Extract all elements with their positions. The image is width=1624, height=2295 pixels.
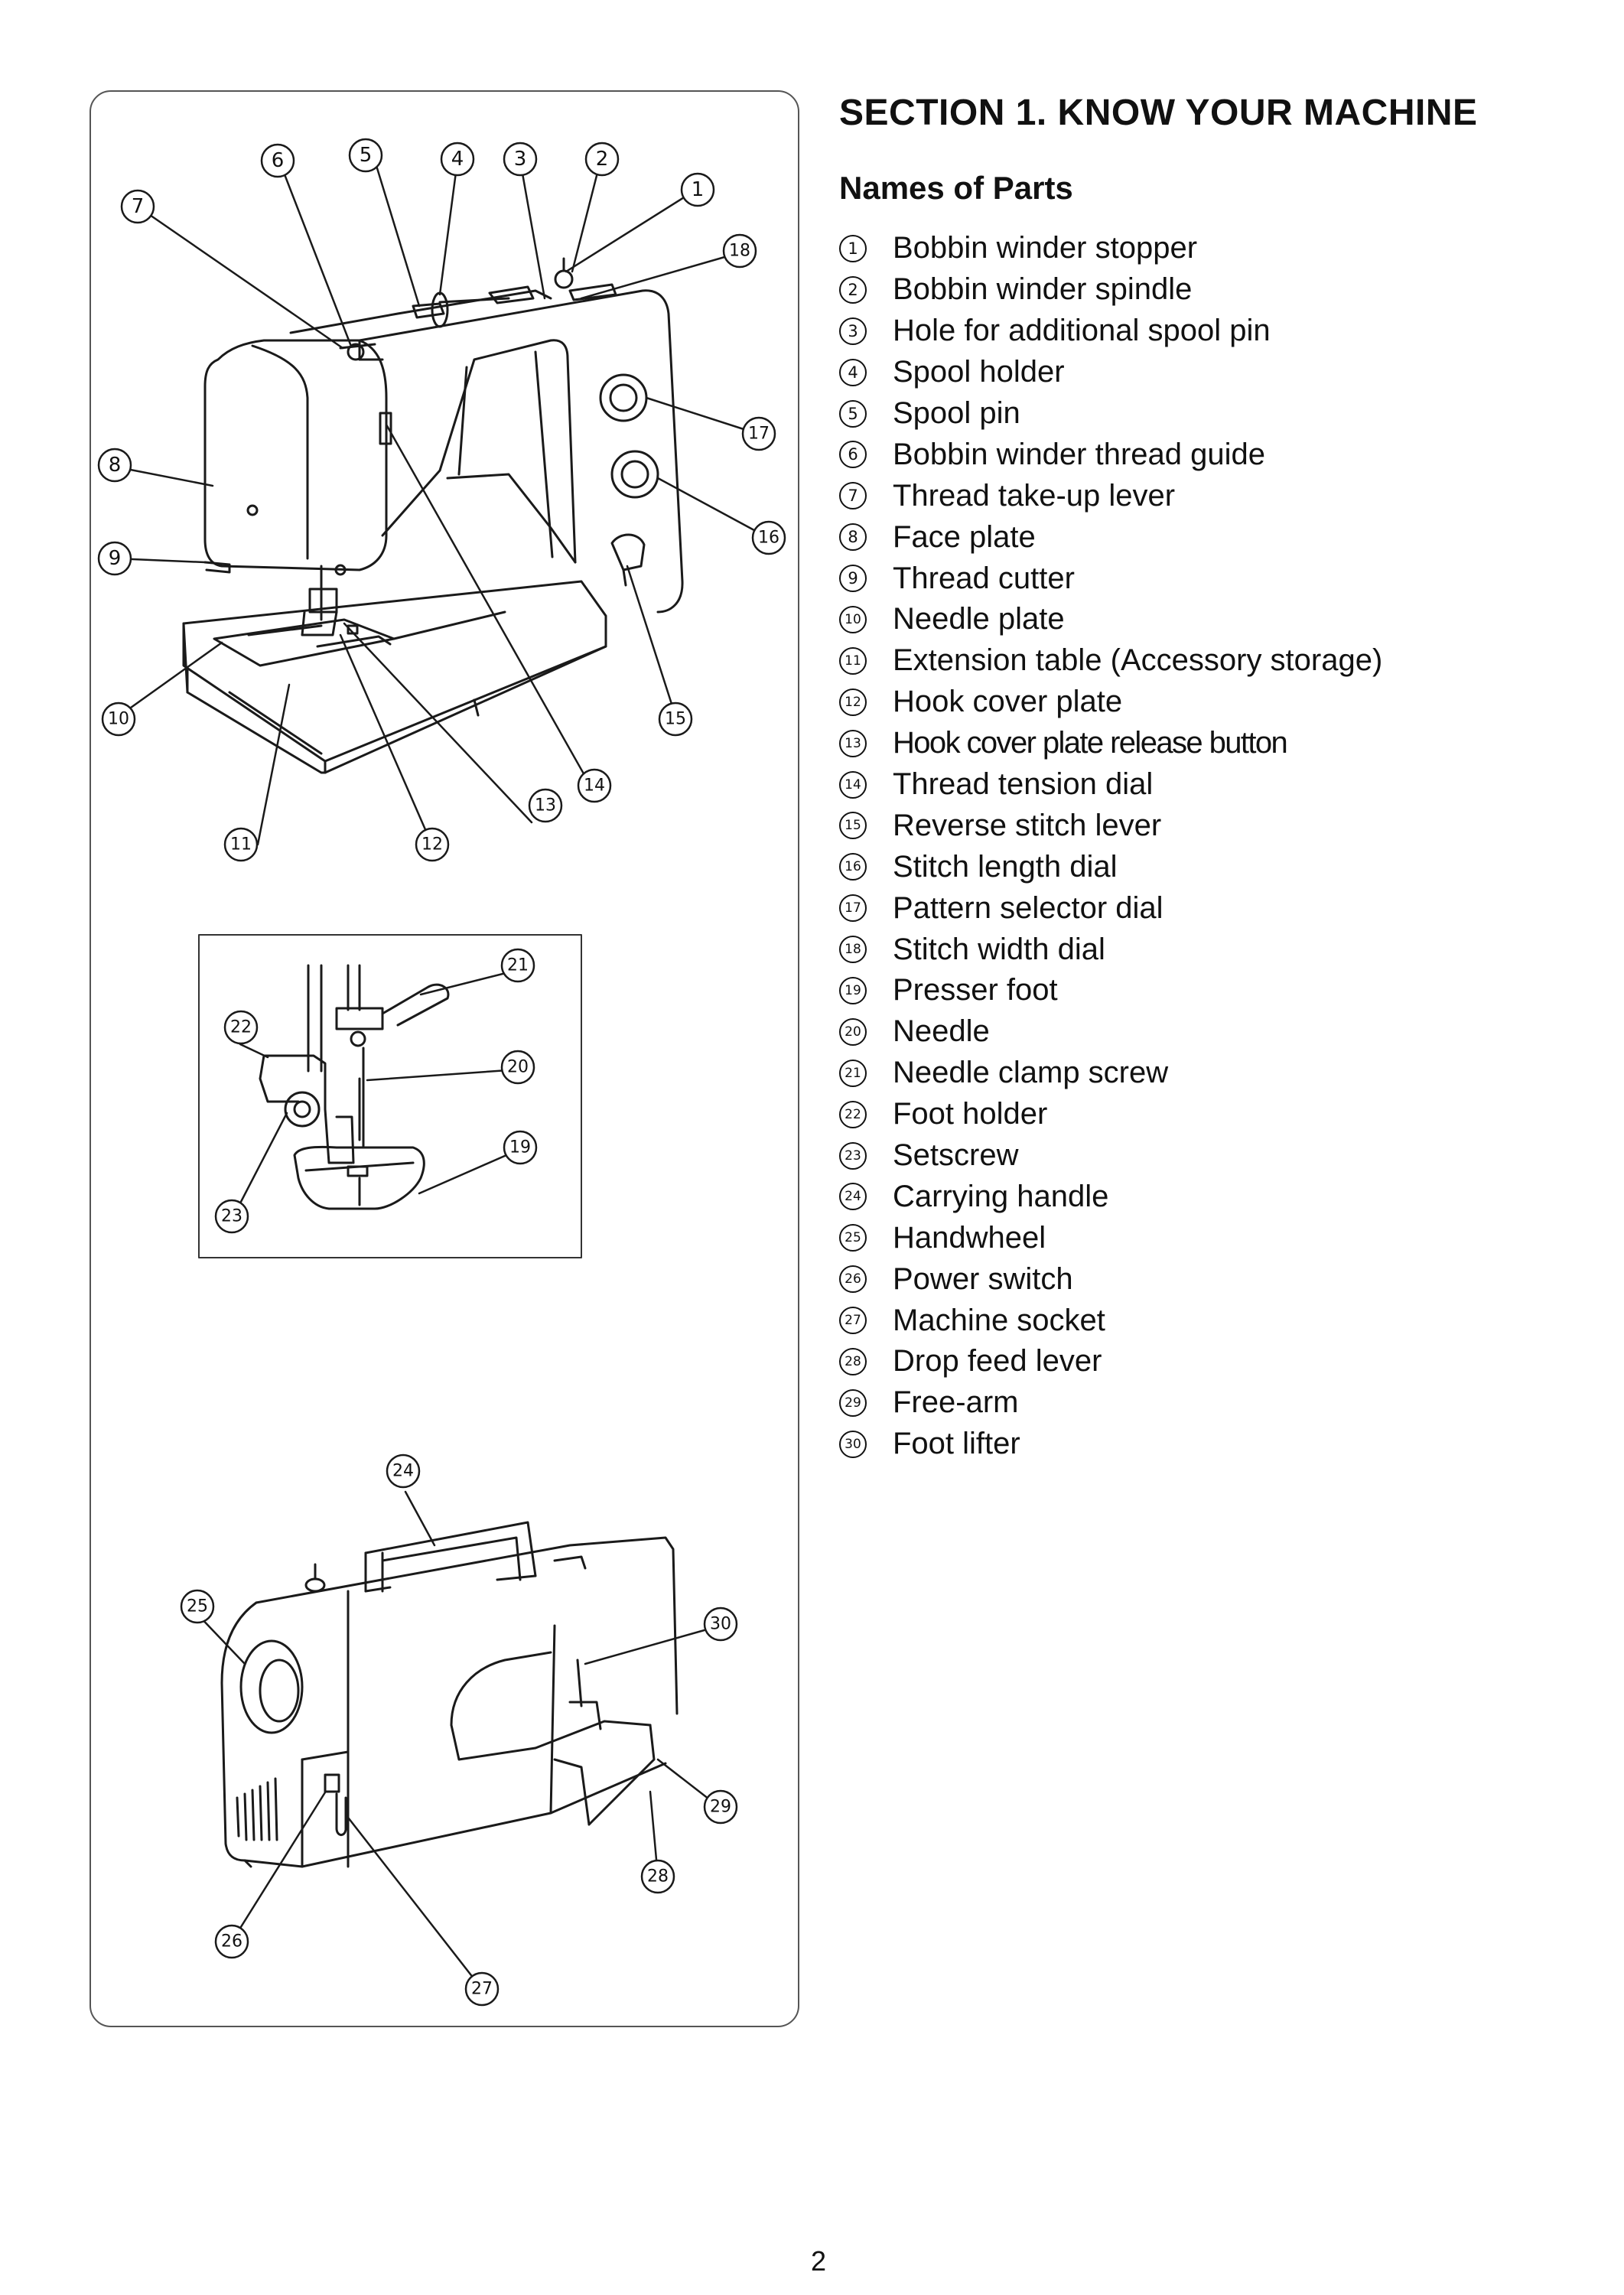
part-label: Free-arm (893, 1385, 1019, 1420)
part-number-badge: 6 (839, 441, 867, 469)
part-label: Bobbin winder spindle (893, 272, 1193, 307)
part-number-badge: 19 (839, 976, 867, 1004)
part-item: 8 Face plate (839, 516, 1382, 558)
part-label: Thread tension dial (893, 767, 1154, 802)
part-number-badge: 13 (839, 729, 867, 757)
part-label: Spool pin (893, 396, 1020, 430)
part-label: Face plate (893, 519, 1036, 554)
part-number-badge: 30 (839, 1430, 867, 1458)
part-number-badge: 7 (839, 482, 867, 510)
part-label: Power switch (893, 1261, 1073, 1296)
part-item: 30 Foot lifter (839, 1424, 1382, 1465)
part-number-badge: 15 (839, 812, 867, 840)
part-label: Spool holder (893, 355, 1065, 389)
part-item: 10 Needle plate (839, 599, 1382, 640)
part-label: Carrying handle (893, 1179, 1109, 1213)
part-item: 13 Hook cover plate release button (839, 723, 1382, 764)
part-number-badge: 26 (839, 1265, 867, 1294)
part-label: Stitch length dial (893, 849, 1118, 884)
part-item: 20 Needle (839, 1011, 1382, 1053)
part-number-badge: 28 (839, 1347, 867, 1375)
part-label: Presser foot (893, 973, 1058, 1008)
part-label: Thread cutter (893, 561, 1075, 595)
part-label: Needle plate (893, 602, 1065, 636)
part-label: Pattern selector dial (893, 890, 1163, 925)
part-number-badge: 11 (839, 646, 867, 675)
part-item: 14 Thread tension dial (839, 764, 1382, 806)
part-number-badge: 9 (839, 565, 867, 593)
part-item: 29 Free-arm (839, 1382, 1382, 1424)
part-label: Needle clamp screw (893, 1056, 1169, 1090)
part-item: 7 Thread take-up lever (839, 475, 1382, 516)
part-item: 27 Machine socket (839, 1300, 1382, 1341)
part-item: 3 Hole for additional spool pin (839, 311, 1382, 352)
part-item: 26 Power switch (839, 1258, 1382, 1300)
part-number-badge: 5 (839, 399, 867, 428)
part-item: 19 Presser foot (839, 970, 1382, 1011)
part-label: Setscrew (893, 1138, 1019, 1173)
parts-list: 1 Bobbin winder stopper 2 Bobbin winder sp… (839, 228, 1382, 1465)
part-item: 6 Bobbin winder thread guide (839, 434, 1382, 475)
part-item: 22 Foot holder (839, 1094, 1382, 1135)
part-label: Hook cover plate (893, 685, 1123, 719)
part-item: 23 Setscrew (839, 1135, 1382, 1177)
part-label: Machine socket (893, 1303, 1105, 1337)
part-label: Bobbin winder stopper (893, 231, 1198, 265)
part-label: Foot holder (893, 1097, 1048, 1131)
part-label: Drop feed lever (893, 1344, 1102, 1379)
part-item: 9 Thread cutter (839, 558, 1382, 599)
part-item: 21 Needle clamp screw (839, 1053, 1382, 1094)
part-label: Handwheel (893, 1220, 1046, 1255)
part-number-badge: 14 (839, 770, 867, 799)
part-item: 28 Drop feed lever (839, 1341, 1382, 1382)
part-label: Foot lifter (893, 1427, 1020, 1461)
part-label: Extension table (Accessory storage) (893, 643, 1383, 678)
part-number-badge: 23 (839, 1141, 867, 1170)
section-title: SECTION 1. KNOW YOUR MACHINE (839, 93, 1478, 133)
part-item: 18 Stitch width dial (839, 929, 1382, 970)
part-label: Needle (893, 1014, 990, 1049)
part-item: 16 Stitch length dial (839, 846, 1382, 887)
part-number-badge: 29 (839, 1388, 867, 1417)
part-number-badge: 2 (839, 275, 867, 304)
part-label: Hook cover plate release button (893, 726, 1288, 760)
part-label: Thread take-up lever (893, 478, 1176, 513)
part-number-badge: 27 (839, 1307, 867, 1335)
part-item: 5 Spool pin (839, 393, 1382, 435)
part-item: 24 Carrying handle (839, 1176, 1382, 1217)
part-label: Reverse stitch lever (893, 808, 1162, 842)
section-subtitle: Names of Parts (839, 170, 1073, 206)
part-item: 11 Extension table (Accessory storage) (839, 640, 1382, 682)
part-number-badge: 10 (839, 605, 867, 633)
part-label: Bobbin winder thread guide (893, 437, 1266, 471)
part-number-badge: 1 (839, 234, 867, 262)
figure-frame (89, 90, 799, 2027)
part-item: 12 Hook cover plate (839, 682, 1382, 723)
part-label: Stitch width dial (893, 932, 1105, 966)
page-number: 2 (810, 2245, 827, 2277)
part-item: 25 Handwheel (839, 1217, 1382, 1258)
part-number-badge: 8 (839, 523, 867, 552)
part-number-badge: 4 (839, 358, 867, 386)
part-number-badge: 18 (839, 936, 867, 964)
part-number-badge: 20 (839, 1017, 867, 1046)
part-number-badge: 22 (839, 1100, 867, 1128)
part-number-badge: 17 (839, 894, 867, 923)
part-number-badge: 21 (839, 1059, 867, 1087)
part-item: 17 Pattern selector dial (839, 887, 1382, 929)
part-number-badge: 3 (839, 317, 867, 345)
part-number-badge: 24 (839, 1183, 867, 1211)
part-label: Hole for additional spool pin (893, 314, 1271, 348)
part-item: 1 Bobbin winder stopper (839, 228, 1382, 269)
part-number-badge: 25 (839, 1224, 867, 1252)
part-item: 15 Reverse stitch lever (839, 805, 1382, 846)
part-number-badge: 12 (839, 688, 867, 716)
part-item: 2 Bobbin winder spindle (839, 269, 1382, 311)
part-number-badge: 16 (839, 853, 867, 881)
part-item: 4 Spool holder (839, 352, 1382, 393)
